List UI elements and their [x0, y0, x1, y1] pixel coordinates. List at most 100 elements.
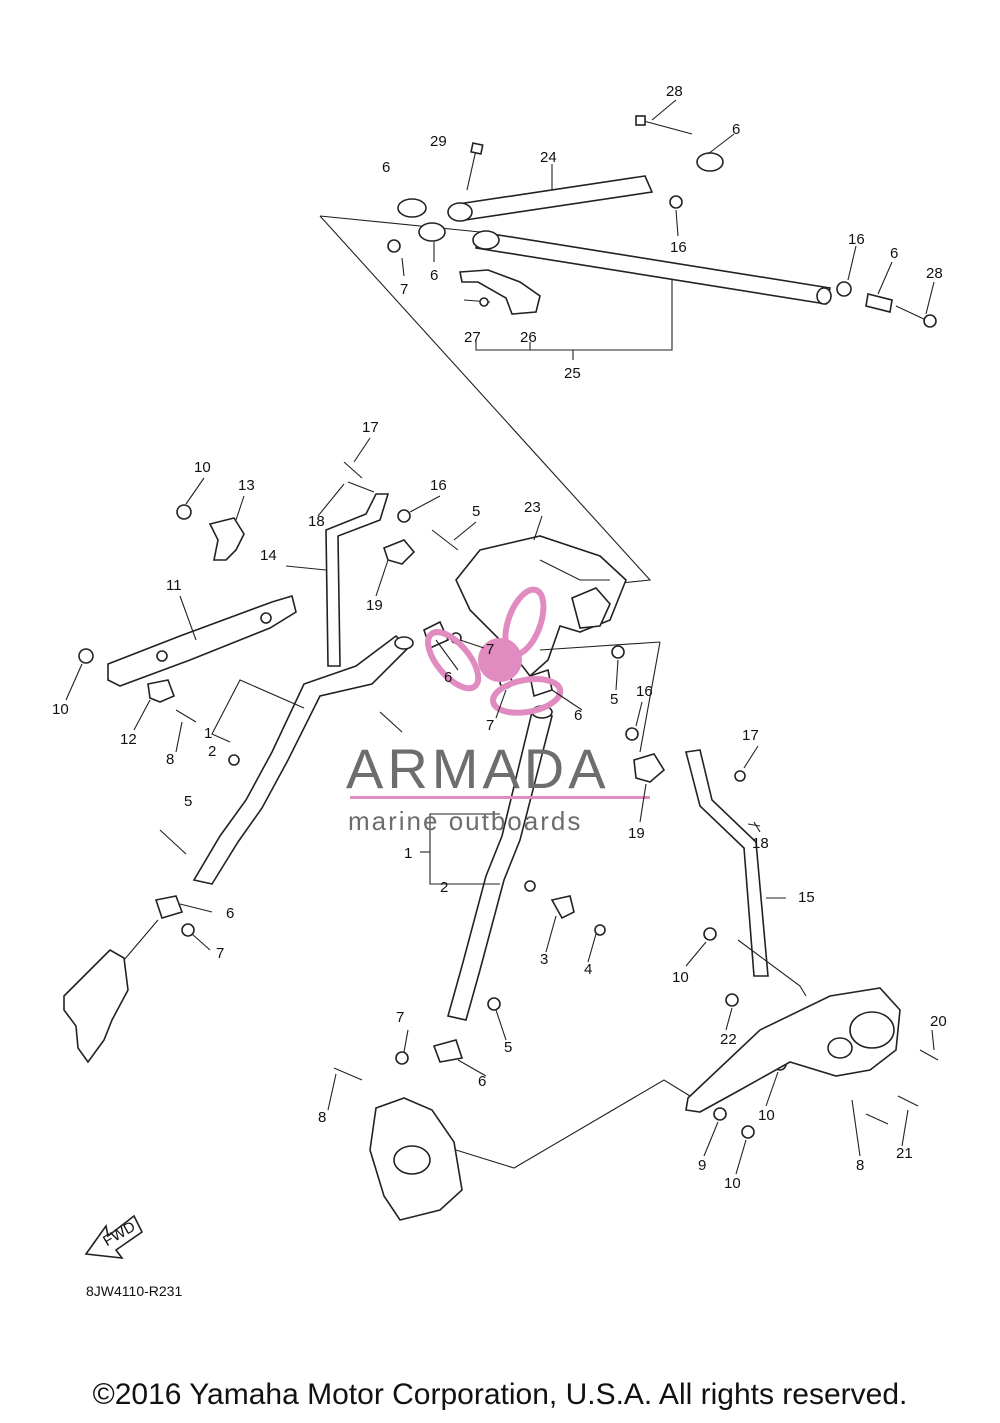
clamp: [383, 539, 416, 565]
callout-10: 10: [194, 459, 211, 476]
callout-7: 7: [486, 717, 494, 734]
nut: [176, 504, 192, 520]
callout-2: 2: [208, 743, 216, 760]
callout-9: 9: [698, 1157, 706, 1174]
left-mount: [63, 949, 129, 1064]
callout-7: 7: [396, 1009, 404, 1026]
callout-10: 10: [724, 1175, 741, 1192]
armada-propeller-logo: [425, 586, 564, 716]
callout-8: 8: [166, 751, 174, 768]
callout-16: 16: [670, 239, 687, 256]
nut: [387, 239, 401, 253]
lower-mounts: [63, 641, 901, 1221]
callout-5: 5: [610, 691, 618, 708]
bushing: [154, 895, 184, 919]
callout-12: 12: [120, 731, 137, 748]
left-tube: [192, 634, 410, 885]
callout-7: 7: [400, 281, 408, 298]
nut: [625, 727, 639, 741]
callout-17: 17: [362, 419, 379, 436]
callout-10: 10: [52, 701, 69, 718]
nut: [397, 509, 411, 523]
right-bracket: [685, 987, 901, 1113]
callout-leaders: [65, 437, 935, 1175]
bushing: [865, 293, 893, 313]
nut: [524, 880, 536, 892]
nut: [181, 923, 195, 937]
callout-25: 25: [564, 365, 581, 382]
watermark-brand: ARMADA: [346, 737, 610, 800]
diagram-reference-code: 8JW4110-R231: [86, 1283, 183, 1299]
callout-18: 18: [308, 513, 325, 530]
bracket-11: [107, 594, 297, 687]
fwd-arrow: FWD: [84, 1214, 144, 1259]
callout-6: 6: [444, 669, 452, 686]
callout-20: 20: [930, 1013, 947, 1030]
nut: [228, 754, 240, 766]
bushing: [696, 152, 724, 172]
callout-28: 28: [926, 265, 943, 282]
nut: [669, 195, 683, 209]
callout-14: 14: [260, 547, 277, 564]
callout-3: 3: [540, 951, 548, 968]
callout-6: 6: [574, 707, 582, 724]
nut: [836, 281, 852, 297]
callout-5: 5: [504, 1039, 512, 1056]
callout-21: 21: [896, 1145, 913, 1162]
callout-16: 16: [430, 477, 447, 494]
nut: [741, 1125, 755, 1139]
stay-14: [325, 493, 390, 667]
callout-24: 24: [540, 149, 557, 166]
nut: [78, 648, 94, 664]
clamp: [550, 895, 575, 920]
nut: [395, 1051, 409, 1065]
callout-26: 26: [520, 329, 537, 346]
bushing: [432, 1039, 464, 1063]
callout-1: 1: [204, 725, 212, 742]
callout-19: 19: [628, 825, 645, 842]
callout-29: 29: [430, 133, 447, 150]
callout-15: 15: [798, 889, 815, 906]
bracket-26: [459, 269, 541, 315]
nut: [594, 924, 606, 936]
callout-8: 8: [856, 1157, 864, 1174]
callout-27: 27: [464, 329, 481, 346]
watermark-tagline: marine outboards: [348, 806, 582, 836]
bushing: [418, 222, 446, 242]
callout-13: 13: [238, 477, 255, 494]
callout-19: 19: [366, 597, 383, 614]
callout-6: 6: [382, 159, 390, 176]
callouts: 28 6 29 24 6 16 6 7 16 6 28 27 26 25 17 …: [52, 83, 947, 1192]
callout-1: 1: [404, 845, 412, 862]
bracket-13: [208, 517, 245, 561]
callout-11: 11: [166, 577, 182, 594]
callout-2: 2: [440, 879, 448, 896]
callout-7: 7: [486, 641, 494, 658]
nut: [725, 993, 739, 1007]
callout-18: 18: [752, 835, 769, 852]
callout-8: 8: [318, 1109, 326, 1126]
callout-6: 6: [430, 267, 438, 284]
callout-4: 4: [584, 961, 592, 978]
callout-6: 6: [226, 905, 234, 922]
bar-24: [456, 175, 654, 221]
clamp: [633, 753, 666, 783]
callout-16: 16: [848, 231, 865, 248]
upper-brace-assembly: [319, 99, 937, 585]
bushing: [397, 198, 427, 218]
nut: [713, 1107, 727, 1121]
callout-10: 10: [758, 1107, 775, 1124]
nut: [734, 770, 746, 782]
watermark: ARMADA marine outboards: [346, 586, 650, 836]
group-brackets: [211, 679, 500, 885]
callout-22: 22: [720, 1031, 737, 1048]
callout-6: 6: [478, 1073, 486, 1090]
callout-10: 10: [672, 969, 689, 986]
callout-28: 28: [666, 83, 683, 100]
stay-15: [685, 749, 769, 977]
callout-16: 16: [636, 683, 653, 700]
clamp: [147, 679, 176, 703]
callout-6: 6: [732, 121, 740, 138]
copyright-notice: ©2016 Yamaha Motor Corporation, U.S.A. A…: [92, 1378, 908, 1411]
